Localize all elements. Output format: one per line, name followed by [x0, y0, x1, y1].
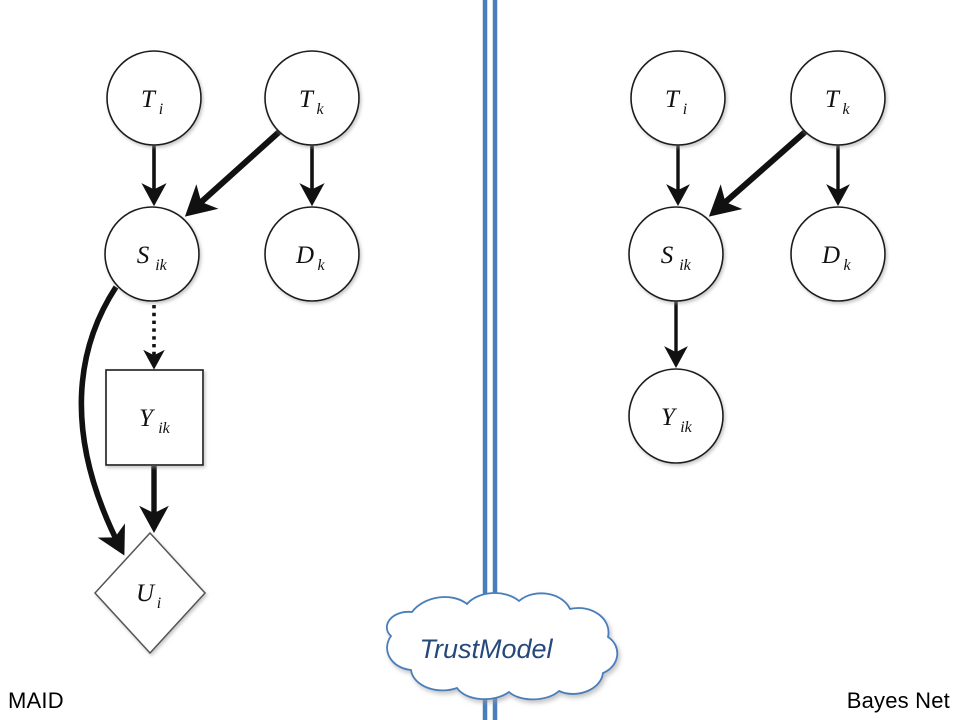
node-Yik-maid[interactable]: Y ik: [105, 369, 204, 466]
node-Yik-maid-subscript: ik: [158, 420, 170, 437]
cloud-label: TrustModel: [419, 634, 553, 664]
node-Tk-bayesnet-shape[interactable]: [790, 50, 886, 146]
node-Ti-bayesnet-label: T: [665, 86, 681, 113]
bayesnet-nodes: T i T k S ik D k Y ik: [628, 50, 886, 464]
node-Sik-bayesnet-subscript: ik: [679, 257, 691, 274]
node-Ti-maid-subscript: i: [159, 101, 163, 118]
node-Ti-bayesnet-shape[interactable]: [630, 50, 726, 146]
trustmodel-cloud[interactable]: TrustModel: [385, 592, 619, 701]
node-Ti-maid-shape[interactable]: [106, 50, 202, 146]
maid-caption: MAID: [8, 688, 64, 713]
node-Tk-bayesnet[interactable]: T k: [790, 50, 886, 146]
node-Sik-maid-subscript: ik: [155, 257, 167, 274]
node-Tk-bayesnet-label: T: [825, 86, 841, 113]
node-Ti-maid[interactable]: T i: [106, 50, 202, 146]
maid-diagram: T i T k S ik D k Y ik: [78, 50, 360, 655]
node-Ui-maid-subscript: i: [157, 595, 161, 612]
node-Dk-maid-shape[interactable]: [264, 206, 360, 302]
node-Tk-maid-label: T: [299, 86, 315, 113]
node-Yik-bayesnet[interactable]: Y ik: [628, 368, 724, 464]
node-Dk-bayesnet-shape[interactable]: [790, 206, 886, 302]
node-Dk-maid-subscript: k: [317, 257, 325, 274]
node-Ti-bayesnet[interactable]: T i: [630, 50, 726, 146]
node-Sik-bayesnet-label: S: [661, 242, 674, 269]
node-Dk-maid-label: D: [295, 242, 314, 269]
node-Dk-bayesnet-label: D: [821, 242, 840, 269]
node-Dk-bayesnet-subscript: k: [843, 257, 851, 274]
node-Sik-maid[interactable]: S ik: [104, 206, 200, 302]
edge-Tk-to-Sik-bn: [708, 129, 807, 217]
node-Tk-bayesnet-subscript: k: [842, 101, 850, 118]
node-Sik-bayesnet-shape[interactable]: [628, 206, 724, 302]
node-Yik-maid-label: Y: [139, 405, 156, 432]
cloud-shape[interactable]: [385, 592, 619, 701]
node-Ti-bayesnet-subscript: i: [683, 101, 687, 118]
node-Ui-maid-shape[interactable]: [93, 531, 207, 655]
node-Ti-maid-label: T: [141, 86, 157, 113]
bayesnet-caption: Bayes Net: [846, 688, 950, 713]
node-Dk-bayesnet[interactable]: D k: [790, 206, 886, 302]
bayesnet-diagram: T i T k S ik D k Y ik: [628, 50, 886, 464]
edge-Tk-to-Sik: [184, 129, 282, 217]
node-Sik-maid-shape[interactable]: [104, 206, 200, 302]
node-Dk-maid[interactable]: D k: [264, 206, 360, 302]
node-Tk-maid[interactable]: T k: [264, 50, 360, 146]
node-Sik-bayesnet[interactable]: S ik: [628, 206, 724, 302]
node-Sik-maid-label: S: [137, 242, 150, 269]
node-Yik-maid-shape[interactable]: [105, 369, 204, 466]
node-Tk-maid-subscript: k: [316, 101, 324, 118]
bayesnet-edges: [664, 129, 850, 368]
node-Ui-maid[interactable]: U i: [93, 531, 207, 655]
maid-edges: [78, 129, 325, 556]
node-Ui-maid-label: U: [136, 580, 156, 607]
node-Yik-bayesnet-label: Y: [661, 404, 678, 431]
maid-nodes: T i T k S ik D k Y ik: [93, 50, 360, 655]
node-Yik-bayesnet-subscript: ik: [680, 419, 692, 436]
edge-Sik-to-Ui-curved: [78, 285, 125, 556]
node-Yik-bayesnet-shape[interactable]: [628, 368, 724, 464]
node-Tk-maid-shape[interactable]: [264, 50, 360, 146]
